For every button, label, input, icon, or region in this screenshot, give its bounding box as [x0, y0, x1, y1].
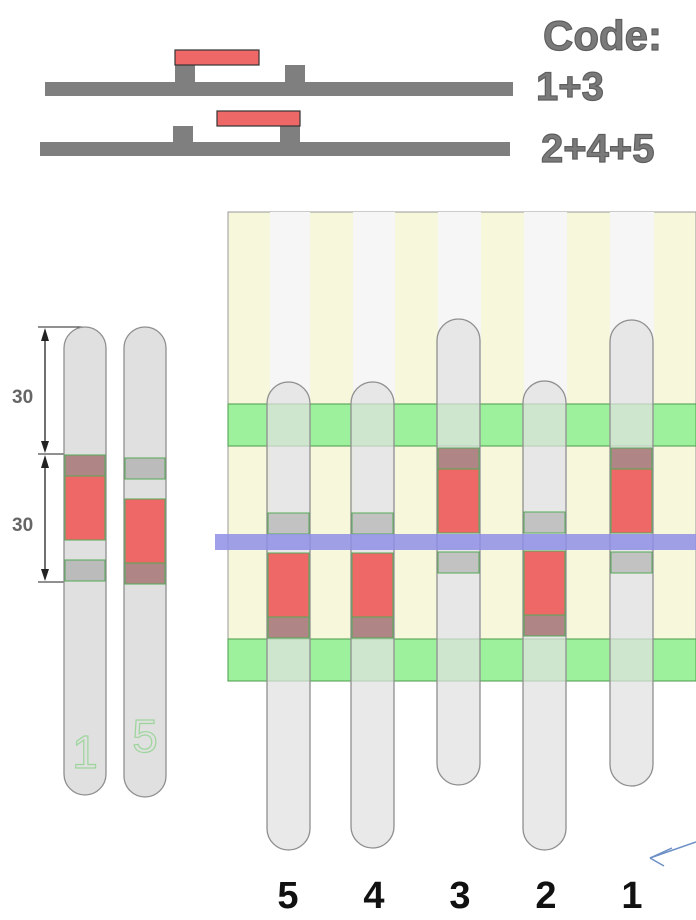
red-segment	[64, 475, 106, 541]
arrow-down-icon	[41, 441, 49, 453]
gray-segment	[64, 454, 106, 477]
gray-segment	[351, 512, 394, 535]
key-bar-bottom	[40, 142, 510, 156]
pin-label-4: 4	[363, 875, 384, 917]
arrow-down-icon	[41, 569, 49, 581]
shear-line	[215, 534, 696, 550]
key-red-cut	[174, 49, 260, 66]
gray-segment	[523, 614, 566, 637]
pin-label-3: 3	[449, 875, 470, 917]
gray-segment	[437, 447, 480, 470]
key-bar-top	[45, 82, 513, 96]
gray-segment	[267, 512, 310, 535]
gray-segment	[124, 457, 166, 480]
pin-2	[522, 380, 567, 851]
key-block	[285, 65, 305, 82]
key-block	[175, 65, 195, 82]
pin-5	[266, 381, 311, 851]
pin-label-5: 5	[277, 875, 298, 917]
red-segment	[267, 552, 310, 618]
code-line-2: 2+4+5	[541, 127, 654, 171]
key-schematic	[40, 49, 513, 156]
gray-segment	[351, 616, 394, 639]
red-segment	[351, 552, 394, 618]
gray-segment	[610, 447, 653, 470]
red-segment	[523, 550, 566, 616]
gray-segment	[523, 511, 566, 534]
gray-segment	[64, 559, 106, 582]
side-pin-1	[63, 326, 107, 796]
key-block	[173, 126, 193, 142]
code-line-1: 1+3	[536, 65, 604, 109]
side-pin-label-5: 5	[132, 710, 158, 762]
gray-segment	[610, 551, 653, 574]
side-pin-label-1: 1	[72, 726, 98, 778]
arrow-head-icon	[649, 847, 673, 867]
gray-segment	[267, 616, 310, 639]
key-red-cut	[216, 110, 301, 127]
side-pin-5	[123, 326, 167, 798]
gray-segment	[437, 551, 480, 574]
red-segment	[124, 498, 166, 564]
pin-1	[609, 319, 654, 787]
pin-4	[350, 381, 395, 849]
key-block	[280, 126, 300, 142]
dimension-upper-label: 30	[12, 387, 33, 408]
arrow-up-icon	[41, 455, 49, 468]
dimension-lower-label: 30	[12, 515, 33, 536]
gray-segment	[124, 562, 166, 585]
pin-3	[436, 318, 481, 786]
arrow-up-icon	[41, 328, 49, 341]
red-segment	[610, 468, 653, 534]
red-segment	[437, 468, 480, 534]
code-heading: Code:	[543, 12, 662, 59]
pin-label-1: 1	[621, 875, 642, 917]
pin-label-2: 2	[535, 875, 556, 917]
